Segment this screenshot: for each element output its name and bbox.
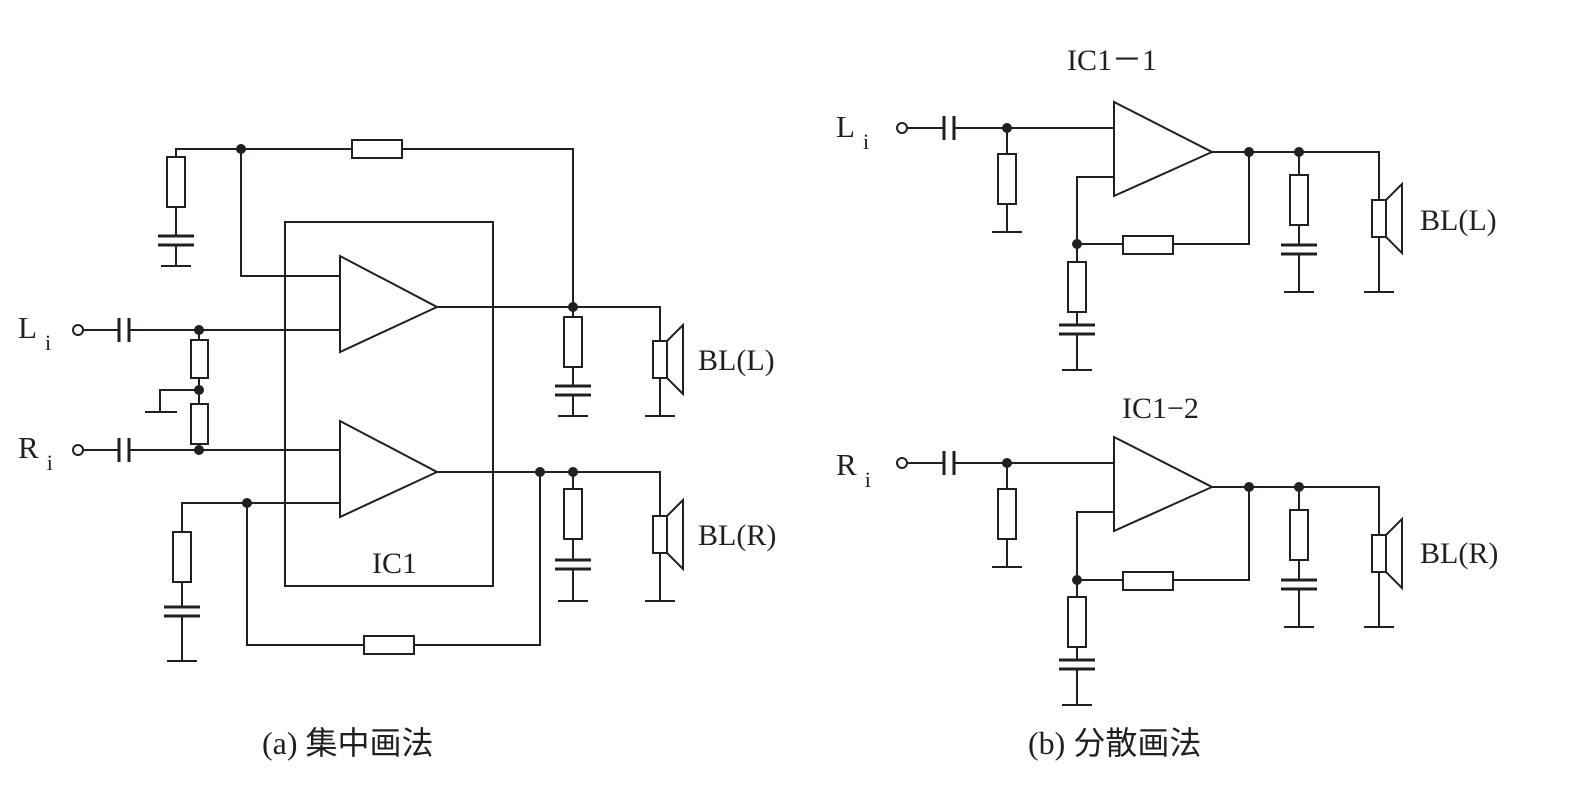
- bias-resistor-left: [190, 339, 209, 379]
- speaker-label-left: BL(L): [698, 344, 775, 377]
- speaker-left-icon: [652, 340, 668, 379]
- feedback-shunt-resistor-left: [166, 156, 186, 208]
- input-terminal-right: [896, 457, 908, 469]
- input-terminal-left: [72, 324, 84, 336]
- zobel-resistor-right: [563, 488, 583, 540]
- junction: [1244, 147, 1254, 157]
- junction: [194, 445, 204, 455]
- feedback-shunt-resistor-right: [1067, 596, 1087, 648]
- speaker-right-icon: [1371, 534, 1387, 573]
- input-terminal-right: [72, 444, 84, 456]
- feedback-shunt-resistor-right: [172, 531, 192, 583]
- amplifier-left-channel: [339, 254, 440, 354]
- ic1-2-label: IC1−2: [1122, 392, 1199, 425]
- zobel-resistor-left: [563, 316, 583, 368]
- amplifier-ic1-2: [1113, 435, 1215, 533]
- amplifier-right-channel: [339, 419, 440, 519]
- speaker-right-icon: [652, 515, 668, 554]
- junction: [1244, 482, 1254, 492]
- input-terminal-left: [896, 122, 908, 134]
- feedback-shunt-resistor-left: [1067, 261, 1087, 313]
- speaker-label-right: BL(R): [1420, 537, 1498, 570]
- bias-resistor-right: [190, 403, 209, 445]
- zobel-resistor-right: [1289, 509, 1309, 561]
- speaker-label-left: BL(L): [1420, 204, 1497, 237]
- speaker-left-icon: [1371, 199, 1387, 238]
- feedback-resistor-left: [1122, 235, 1174, 255]
- zobel-resistor-left: [1289, 174, 1309, 226]
- amplifier-ic1-1: [1113, 100, 1215, 198]
- speaker-label-right: BL(R): [698, 519, 776, 552]
- feedback-resistor-right: [363, 635, 415, 655]
- feedback-resistor-right: [1122, 571, 1174, 591]
- input-resistor-left: [997, 153, 1017, 205]
- caption-b: (b) 分散画法: [1028, 725, 1201, 761]
- ic1-1-label: IC1－1: [1067, 44, 1157, 77]
- feedback-resistor-left: [351, 139, 403, 159]
- caption-a: (a) 集中画法: [262, 725, 434, 761]
- input-resistor-right: [997, 488, 1017, 540]
- ic1-package: [284, 221, 494, 587]
- ic1-label: IC1: [372, 547, 417, 580]
